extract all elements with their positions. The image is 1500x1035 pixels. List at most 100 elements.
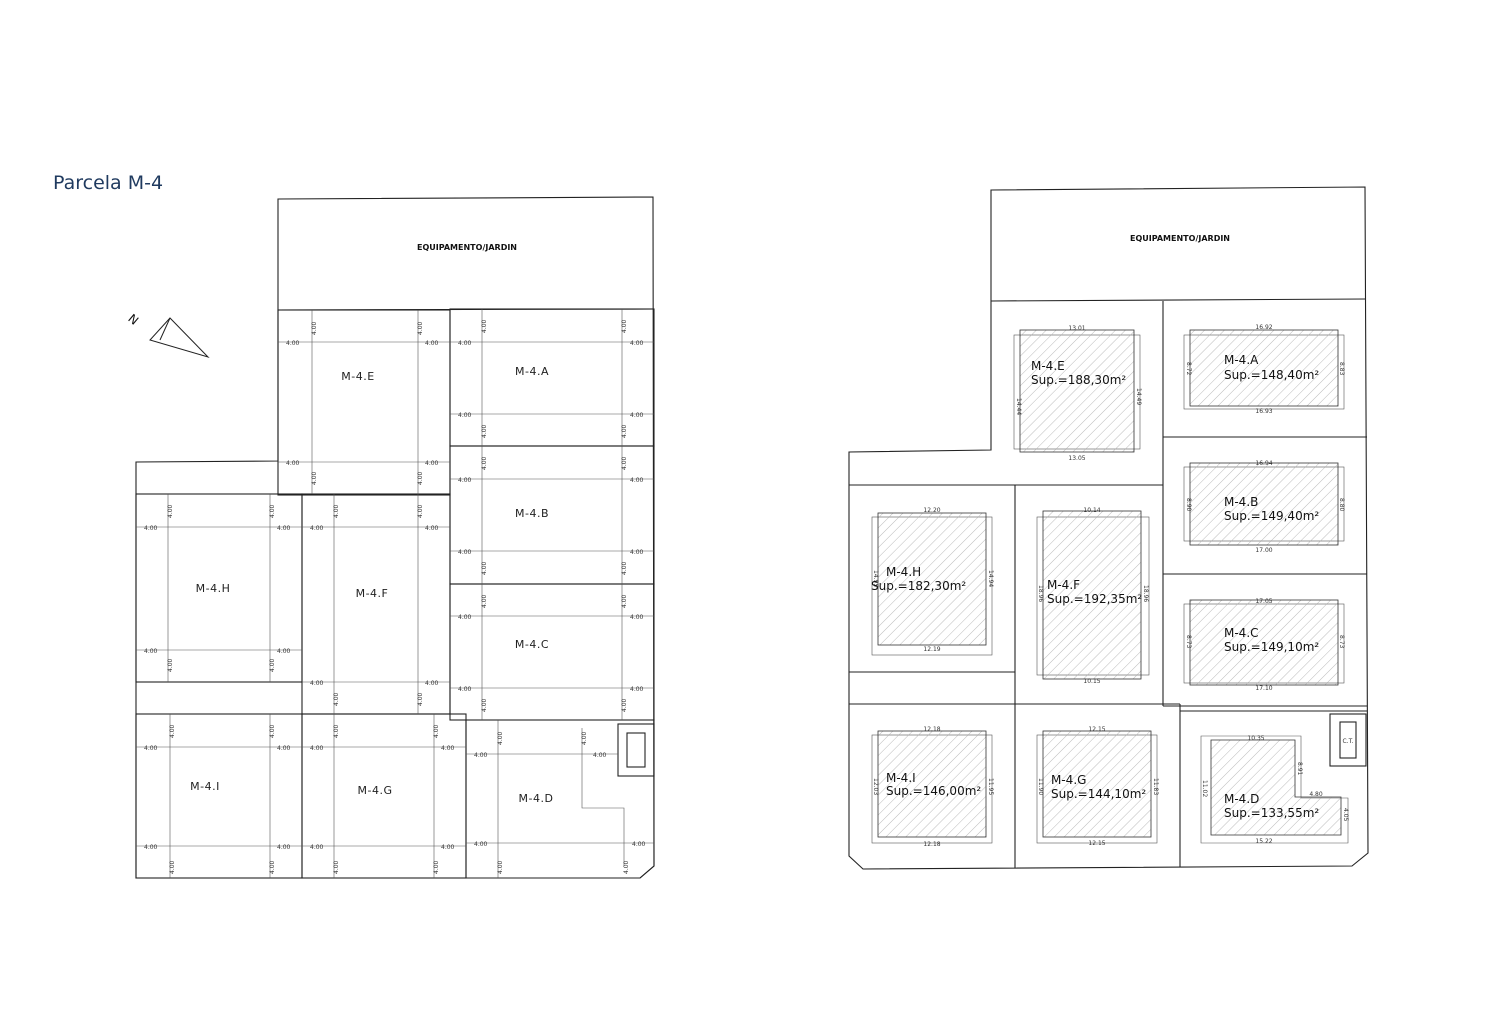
dimension-label: 4.00 <box>593 752 607 759</box>
lot-area-g: Sup.=144,10m² <box>1051 787 1146 801</box>
dimension-label: 4.00 <box>481 319 488 333</box>
dimension-label: 4.00 <box>167 504 174 518</box>
dimension-label: 4.00 <box>417 321 424 335</box>
footprint-b <box>1189 462 1339 546</box>
plot-label-e: M-4.E <box>341 370 374 383</box>
plot-label-c: M-4.C <box>515 638 549 651</box>
dimension-label: 8.72 <box>1185 362 1192 376</box>
footprint-i <box>877 730 987 838</box>
dimension-label: 12.20 <box>923 507 940 514</box>
dimension-label: 4.00 <box>333 724 340 738</box>
dimension-label: 4.00 <box>441 844 455 851</box>
plot-label-a: M-4.A <box>515 365 549 378</box>
dimension-label: 17.05 <box>1255 598 1272 605</box>
dimension-label: 4.00 <box>458 477 472 484</box>
dimension-label: 4.00 <box>310 525 324 532</box>
dimension-label: 8.91 <box>1296 762 1303 776</box>
lot-area-b: Sup.=149,40m² <box>1224 509 1319 523</box>
dimension-label: 14.95 <box>872 570 879 587</box>
dimension-label: 4.00 <box>474 752 488 759</box>
dimension-label: 4.00 <box>269 724 276 738</box>
lot-label-c: M-4.C <box>1224 626 1259 640</box>
footprint-d <box>1210 739 1342 836</box>
dimension-label: 4.00 <box>144 745 158 752</box>
dimension-label: 12.18 <box>923 841 940 848</box>
footprint-g <box>1042 730 1152 838</box>
lot-label-e: M-4.E <box>1031 359 1065 373</box>
lot-label-f: M-4.F <box>1047 578 1080 592</box>
dimension-label: 4.00 <box>621 319 628 333</box>
dimension-label: 4.00 <box>333 504 340 518</box>
dimension-label: 4.00 <box>169 724 176 738</box>
dimension-label: 8.83 <box>1338 362 1345 376</box>
dimension-label: 4.00 <box>630 614 644 621</box>
dimension-label: 4.00 <box>632 841 646 848</box>
dimension-label: 4.00 <box>425 340 439 347</box>
dimension-label: 4.00 <box>630 477 644 484</box>
dimension-label: 4.00 <box>630 549 644 556</box>
dimension-label: 4.00 <box>630 340 644 347</box>
dimension-label: 14.94 <box>987 570 994 587</box>
plot-label-f: M-4.F <box>356 587 389 600</box>
dimension-label: 4.00 <box>497 860 504 874</box>
dimension-label: 4.00 <box>425 460 439 467</box>
dimension-label: 4.00 <box>310 680 324 687</box>
lot-area-e: Sup.=188,30m² <box>1031 373 1126 387</box>
dimension-label: 4.00 <box>621 424 628 438</box>
dimension-label: 4.00 <box>417 504 424 518</box>
garden-label-right: EQUIPAMENTO/JARDIN <box>1130 234 1230 243</box>
plot-label-h: M-4.H <box>196 582 231 595</box>
dimension-label: 16.92 <box>1255 324 1272 331</box>
lot-area-f: Sup.=192,35m² <box>1047 592 1142 606</box>
dimension-label: 15.22 <box>1255 838 1272 845</box>
dimension-label: 4.00 <box>277 844 291 851</box>
dimension-label: 12.18 <box>923 726 940 733</box>
dimension-label: 4.00 <box>458 549 472 556</box>
dimension-label: 4.00 <box>310 844 324 851</box>
dimension-label: 12.15 <box>1088 726 1105 733</box>
dimension-label: 4.00 <box>425 525 439 532</box>
page-title: Parcela M-4 <box>53 172 164 194</box>
dimension-label: 10.35 <box>1247 735 1264 742</box>
dimension-label: 4.00 <box>144 525 158 532</box>
plot-label-d: M-4.D <box>519 792 554 805</box>
dimension-label: 4.00 <box>333 860 340 874</box>
dimension-label: 4.05 <box>1342 808 1349 822</box>
lot-area-d: Sup.=133,55m² <box>1224 806 1319 820</box>
dimension-label: 4.00 <box>481 561 488 575</box>
footprint-e <box>1019 329 1135 453</box>
lot-label-i: M-4.I <box>886 771 916 785</box>
dimension-label: 4.00 <box>269 658 276 672</box>
transformer-box-right <box>1329 713 1367 767</box>
plot-label-b: M-4.B <box>515 507 549 520</box>
dimension-label: 4.00 <box>417 471 424 485</box>
dimension-label: 4.00 <box>167 658 174 672</box>
dimension-label: 10.14 <box>1083 507 1100 514</box>
footprint-a <box>1189 329 1339 407</box>
plot-outline-e <box>277 309 451 496</box>
dimension-label: 4.00 <box>458 340 472 347</box>
right-plan: EQUIPAMENTO/JARDIN C.T. <box>848 186 1369 870</box>
dimension-label: 4.00 <box>481 698 488 712</box>
plot-outline-d <box>465 719 655 879</box>
dimension-label: 13.01 <box>1068 325 1085 332</box>
dimension-label: 17.00 <box>1255 547 1272 554</box>
dimension-label: 4.00 <box>333 692 340 706</box>
dimension-label: 18.96 <box>1142 585 1149 602</box>
left-plan: EQUIPAMENTO/JARDIN <box>135 196 655 879</box>
dimension-label: 4.00 <box>581 731 588 745</box>
lot-area-c: Sup.=149,10m² <box>1224 640 1319 654</box>
lot-label-b: M-4.B <box>1224 495 1258 509</box>
dimension-label: 4.00 <box>481 456 488 470</box>
lot-area-i: Sup.=146,00m² <box>886 784 981 798</box>
dimension-label: 17.10 <box>1255 685 1272 692</box>
north-label: N <box>125 311 141 327</box>
dimension-label: 4.00 <box>310 745 324 752</box>
dimension-label: 4.00 <box>621 561 628 575</box>
dimension-label: 4.00 <box>417 692 424 706</box>
dimension-label: 4.00 <box>621 698 628 712</box>
footprint-h <box>877 512 987 646</box>
lot-area-h: Sup.=182,30m² <box>871 579 966 593</box>
dimension-label: 8.80 <box>1338 498 1345 512</box>
dimension-label: 4.00 <box>269 860 276 874</box>
